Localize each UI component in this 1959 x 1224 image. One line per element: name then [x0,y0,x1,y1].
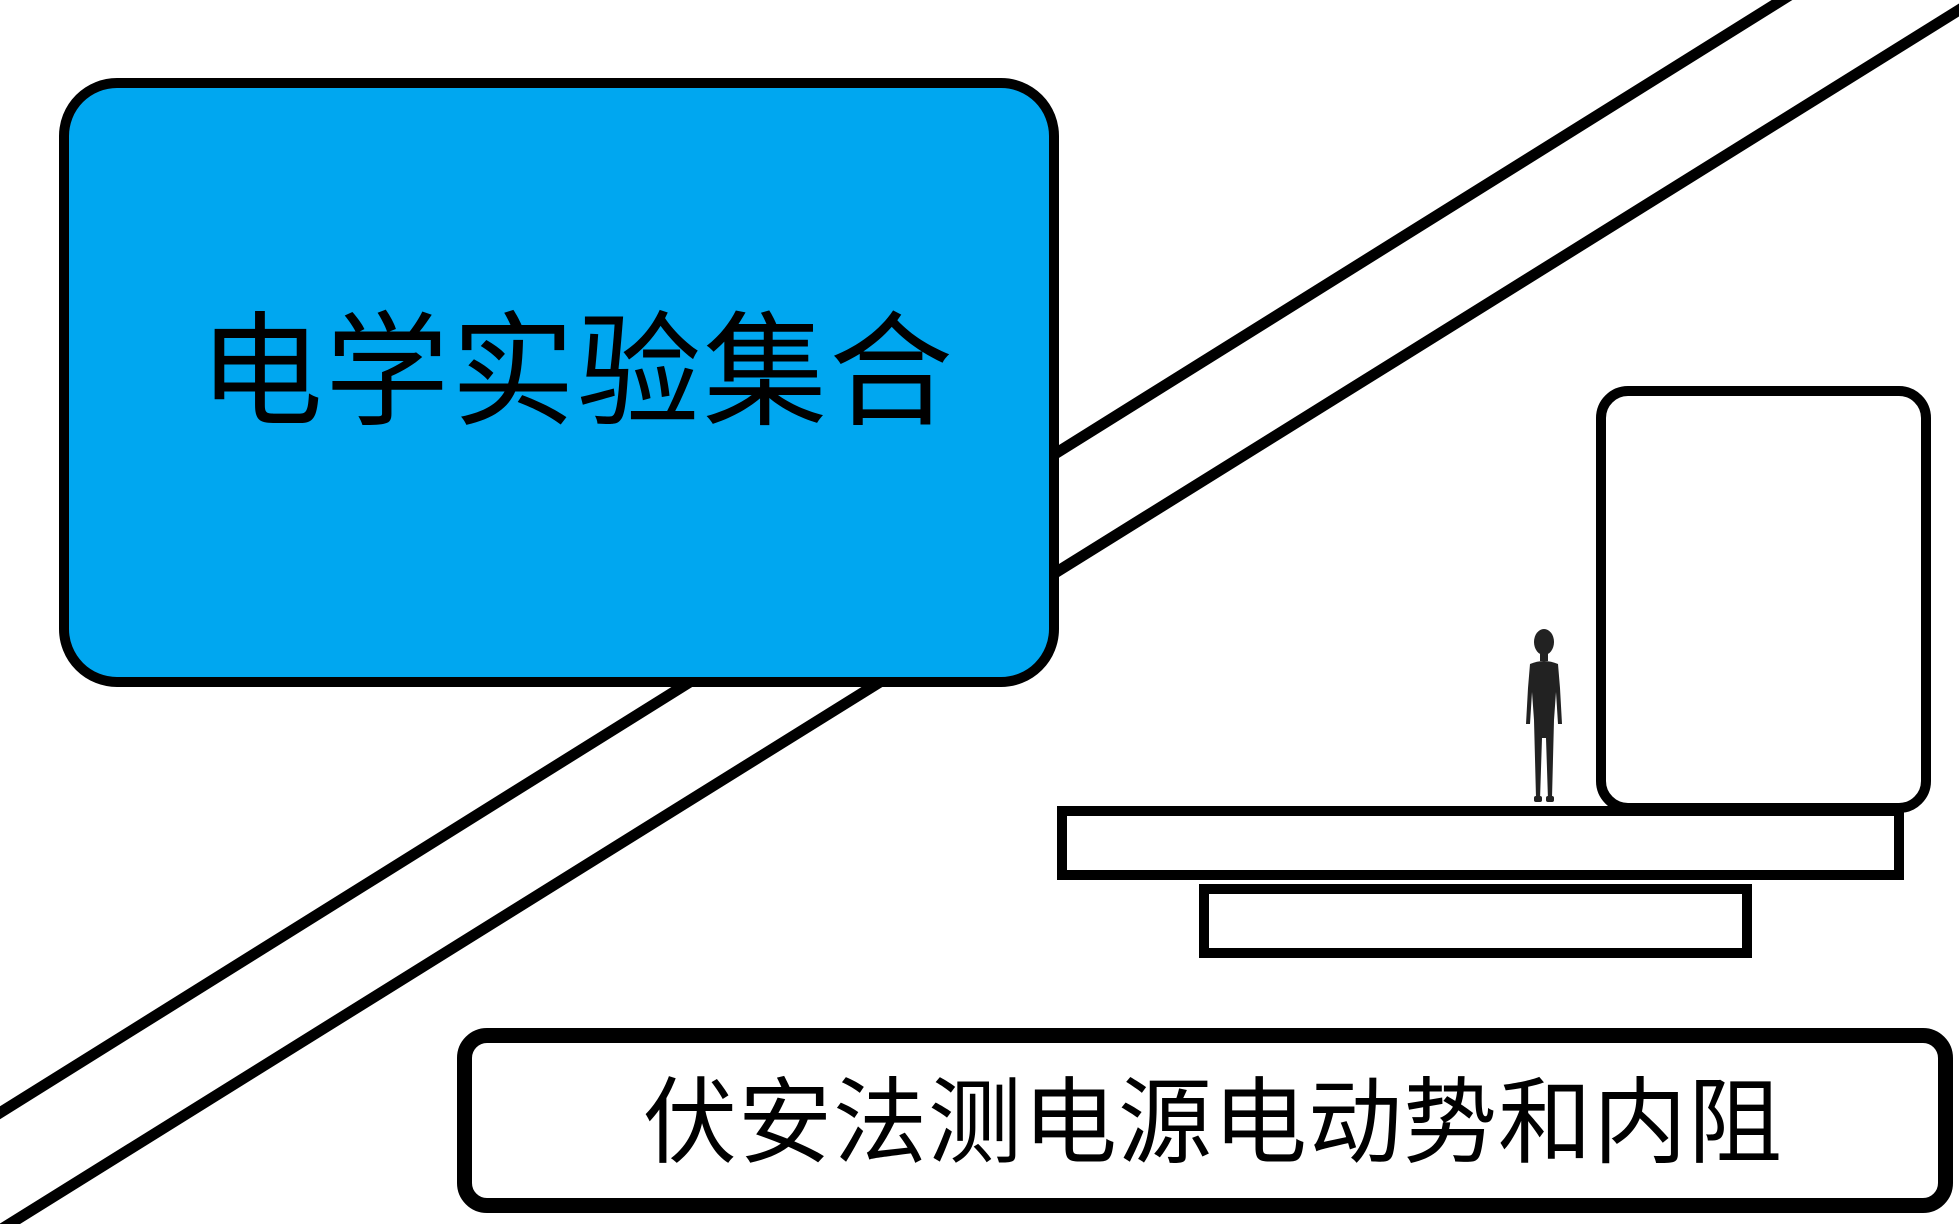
platform [1057,806,1904,880]
subtitle-card: 伏安法测电源电动势和内阻 [457,1028,1953,1213]
title-card: 电学实验集合 [59,78,1059,687]
lower-slab [1199,884,1752,958]
title-text: 电学实验集合 [198,300,955,445]
subtitle-text: 伏安法测电源电动势和内阻 [643,1069,1784,1178]
person-silhouette-icon [1526,629,1562,802]
tall-rounded-box [1596,386,1931,813]
